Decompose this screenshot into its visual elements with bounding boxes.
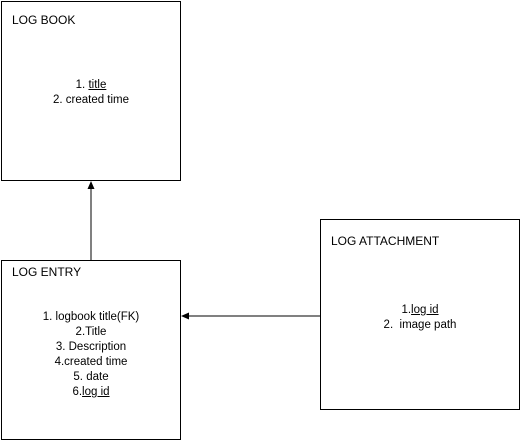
field-name: created time [64, 356, 128, 368]
field-name: Description [68, 341, 127, 353]
field-list: 1.log id 2. image path [321, 303, 519, 333]
entity-log-attachment[interactable]: LOG ATTACHMENT 1.log id 2. image path [320, 219, 520, 410]
entity-log-entry[interactable]: LOG ENTRY 1. logbook title(FK) 2.Title 3… [1, 260, 181, 440]
entity-log-book[interactable]: LOG BOOK 1. title 2. created time [1, 1, 181, 181]
field-item: 2. created time [2, 93, 180, 108]
field-name: Title [85, 326, 107, 338]
primary-key-field: log id [82, 386, 110, 398]
field-list: 1. logbook title(FK) 2.Title 3. Descript… [2, 310, 180, 400]
field-number: 2. [383, 319, 400, 331]
field-name: created time [65, 94, 130, 106]
arrowhead-to-entry [181, 312, 189, 320]
field-item: 6.log id [2, 385, 180, 400]
field-item: 2. image path [321, 318, 519, 333]
field-number: 2. [75, 326, 86, 338]
field-item: 2.Title [2, 325, 180, 340]
field-item: 5. date [2, 370, 180, 385]
field-number: 1. [42, 311, 56, 323]
field-item: 1. title [2, 78, 180, 93]
arrowhead-to-book [87, 181, 95, 189]
primary-key-field: title [88, 79, 107, 91]
field-number: 1. [401, 304, 412, 316]
field-number: 4. [54, 356, 65, 368]
field-name: logbook title(FK) [55, 311, 140, 323]
field-name: image path [399, 319, 457, 331]
field-name: date [86, 371, 109, 383]
field-item: 3. Description [2, 340, 180, 355]
primary-key-field: log id [411, 304, 439, 316]
entity-title: LOG ENTRY [12, 265, 82, 279]
field-item: 4.created time [2, 355, 180, 370]
field-number: 6. [72, 386, 83, 398]
entity-title: LOG ATTACHMENT [331, 234, 440, 248]
field-number: 3. [55, 341, 69, 353]
field-number: 1. [75, 79, 89, 91]
entity-title: LOG BOOK [12, 13, 76, 27]
field-item: 1.log id [321, 303, 519, 318]
field-number: 5. [73, 371, 87, 383]
field-item: 1. logbook title(FK) [2, 310, 180, 325]
field-list: 1. title 2. created time [2, 78, 180, 108]
field-number: 2. [52, 94, 66, 106]
